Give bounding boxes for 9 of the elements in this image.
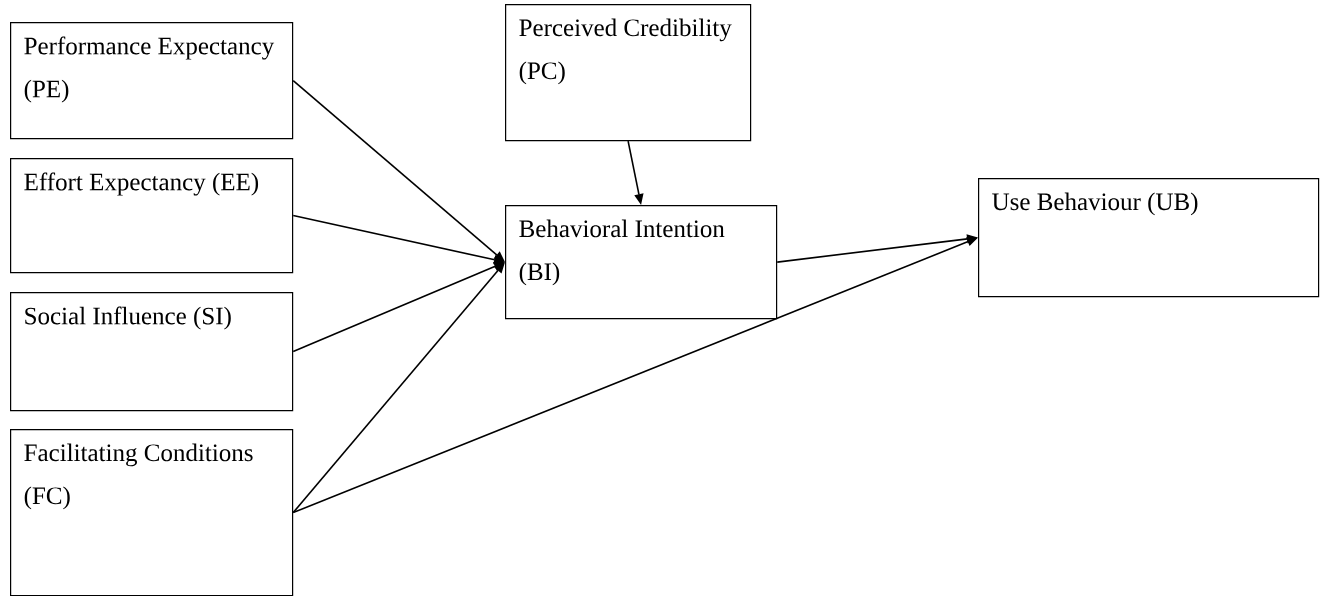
process-box: Behavioral Intention (BI) [505, 205, 778, 320]
arrow [292, 79, 505, 262]
process-box: Social Influence (SI) [10, 292, 294, 412]
process-box: Effort Expectancy (EE) [10, 158, 294, 274]
process-box: Perceived Credibility (PC) [505, 4, 752, 142]
arrow [292, 262, 505, 514]
process-box: Use Behaviour (UB) [978, 178, 1320, 298]
process-box: Facilitating Conditions (FC) [10, 428, 294, 596]
process-box: Performance Expectancy (PE) [10, 22, 294, 140]
